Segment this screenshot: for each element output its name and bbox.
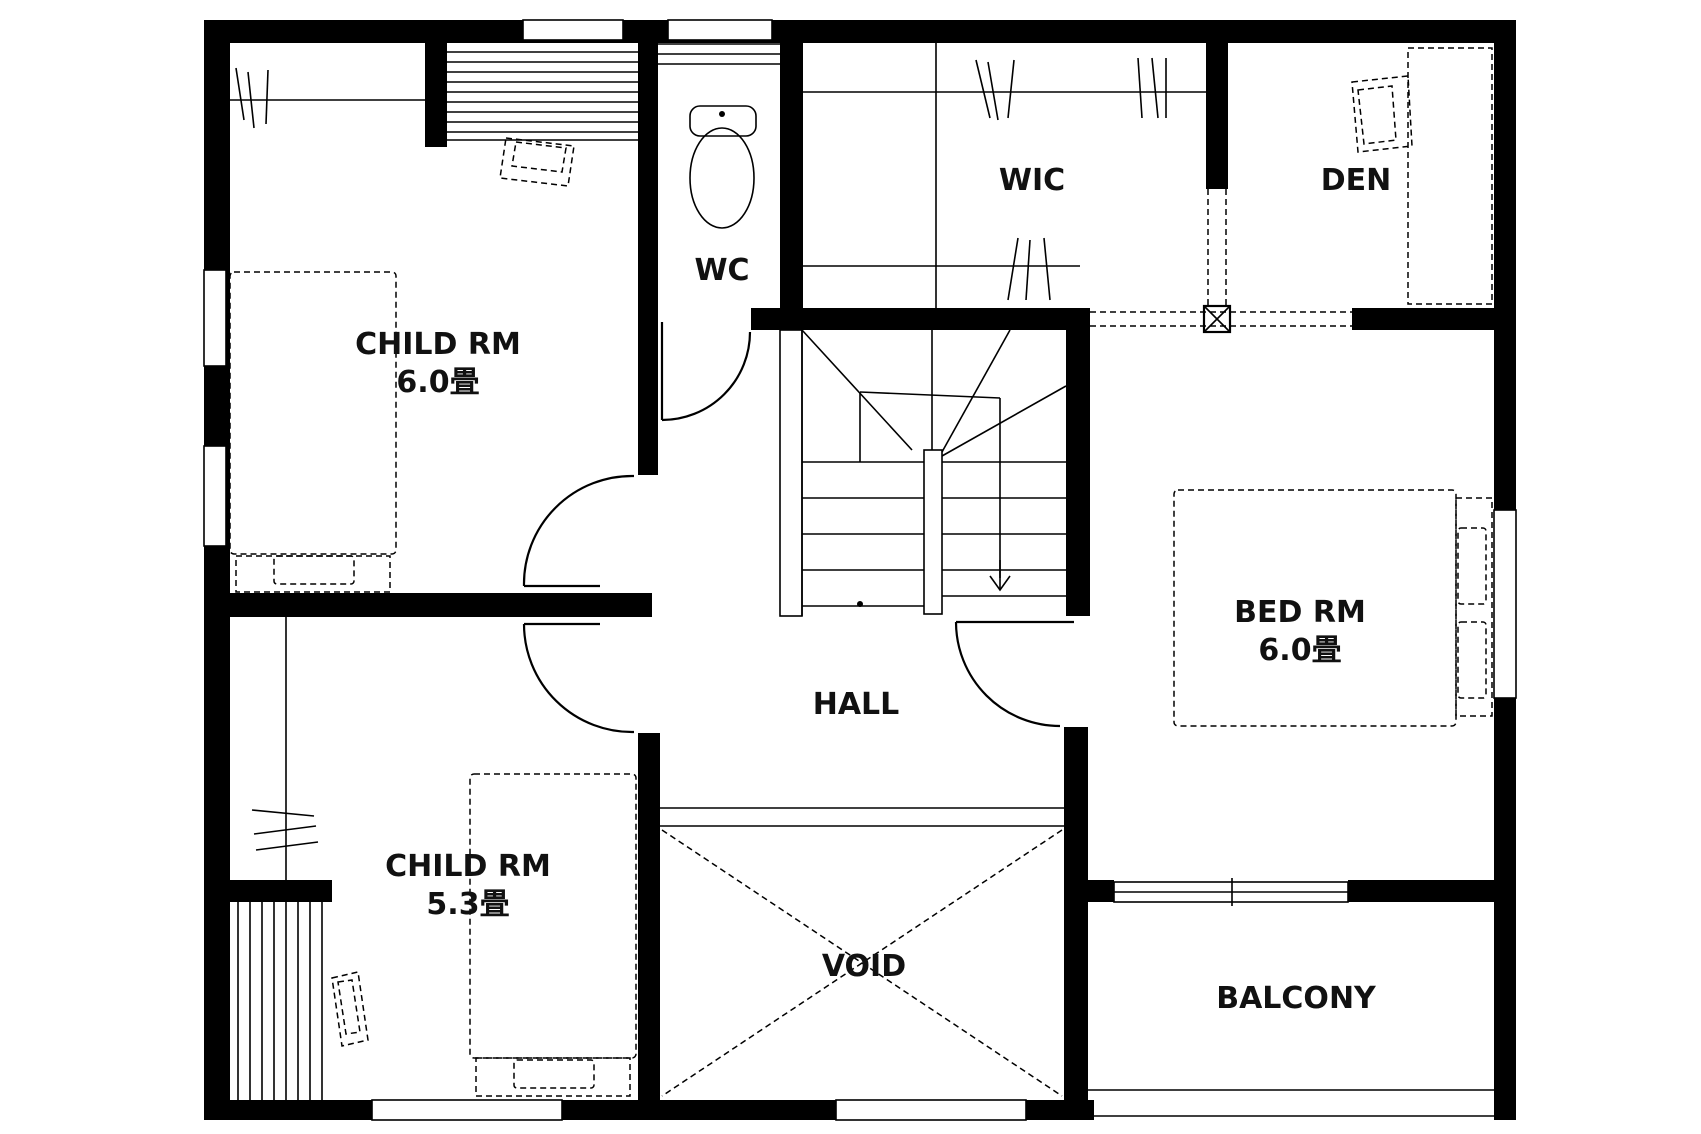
staircase (779, 329, 1067, 617)
hall-name: HALL (813, 687, 900, 722)
wic-name: WIC (999, 163, 1065, 198)
balcony-name: BALCONY (1216, 981, 1377, 1016)
den-name: DEN (1321, 163, 1392, 198)
child-rm-2-name: CHILD RM (385, 849, 551, 884)
vent-icon (1202, 304, 1232, 334)
void-name: VOID (822, 949, 906, 984)
desk-chair-icon (1351, 75, 1413, 153)
toilet-icon (689, 105, 757, 229)
bed-rm-size: 6.0畳 (1258, 633, 1341, 668)
bed-rm-name: BED RM (1234, 595, 1366, 630)
child-rm-1-name: CHILD RM (355, 327, 521, 362)
den-partition (1090, 189, 1352, 334)
desk-chair-icon (499, 137, 575, 187)
closets (230, 43, 1206, 1100)
furniture (229, 47, 1493, 1097)
doors (522, 322, 1074, 734)
child-rm-1-size: 6.0畳 (396, 365, 479, 400)
wc-name: WC (694, 253, 749, 288)
interior-walls (204, 20, 1516, 1120)
stair-arrow-icon (989, 560, 1011, 592)
void-area (660, 807, 1064, 1097)
child-rm-2-size: 5.3畳 (426, 887, 509, 922)
windows (203, 19, 1517, 1121)
room-labels: CHILD RM 6.0畳 WC WIC DEN BED RM 6.0畳 HAL… (355, 163, 1391, 1016)
desk-chair-icon (331, 971, 369, 1047)
balcony-area (1088, 1089, 1494, 1117)
